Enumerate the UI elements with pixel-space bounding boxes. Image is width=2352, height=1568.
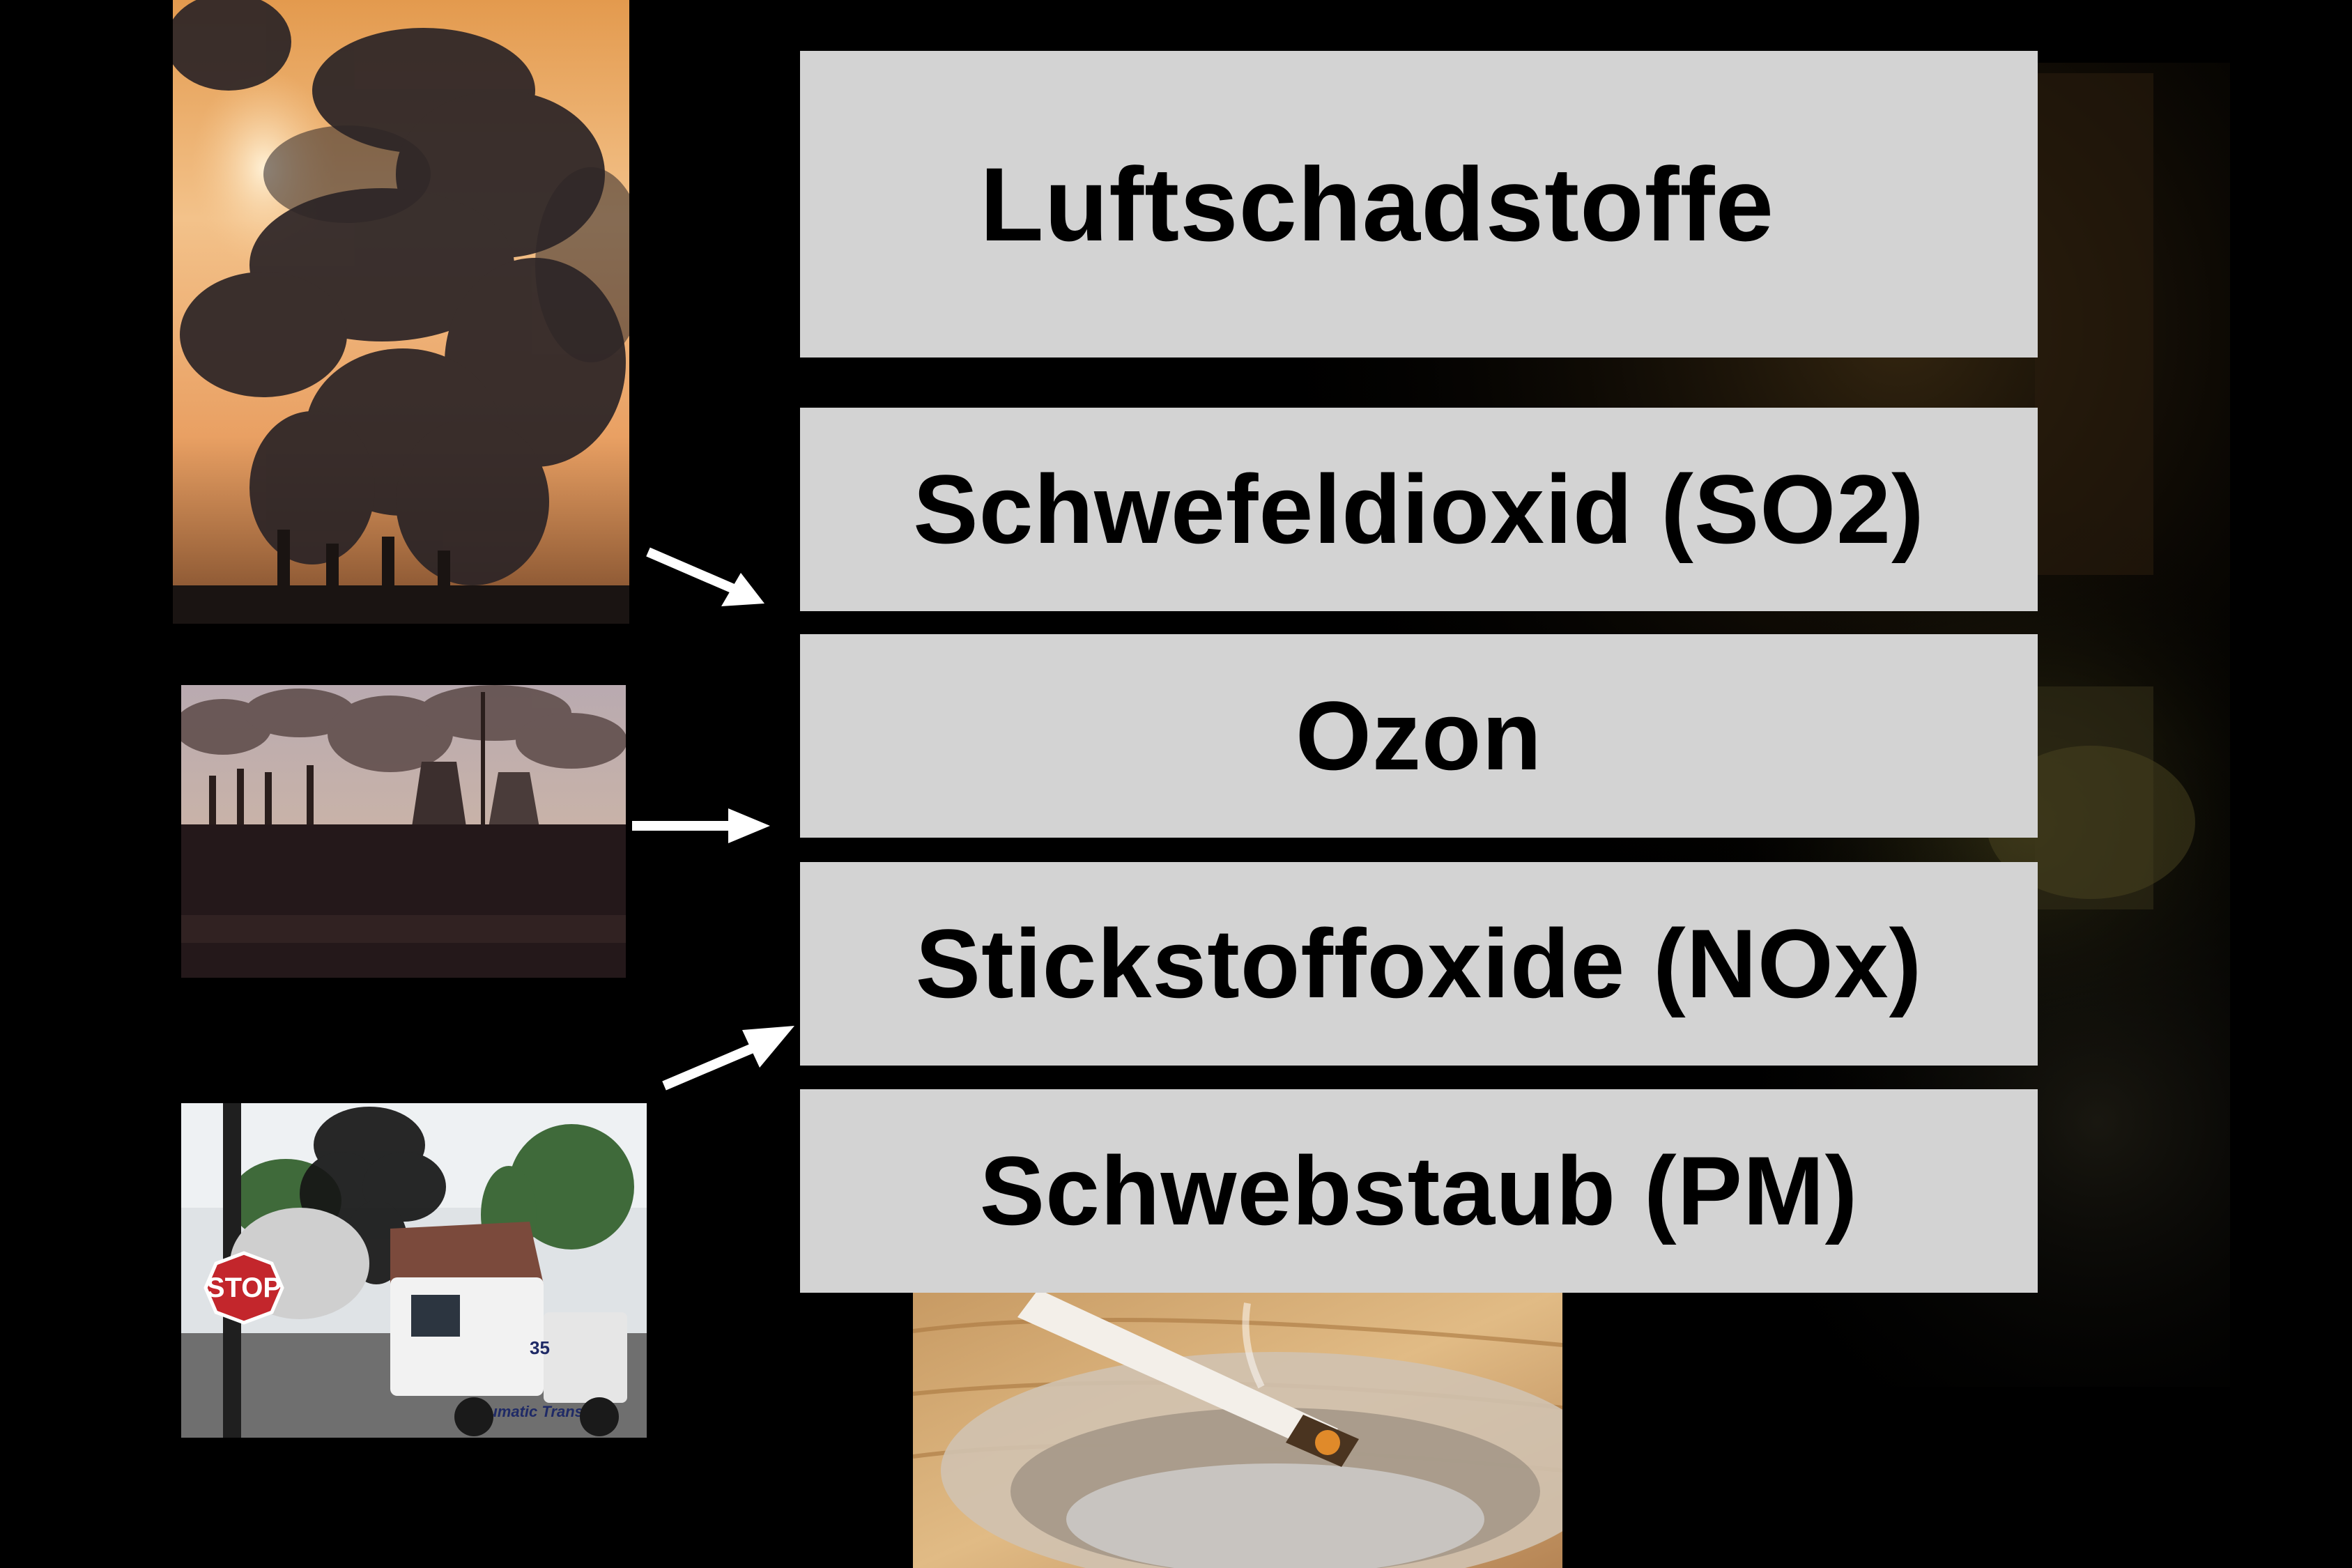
power-plant-photo: [181, 685, 626, 978]
cigarette-ashtray-photo: [913, 1289, 1562, 1568]
arrow-icon: [646, 547, 764, 606]
pollutant-label: Schwebstaub (PM): [979, 1136, 1859, 1245]
pollutant-label: Schwefeldioxid (SO2): [913, 454, 1925, 564]
title-box: Luftschadstoffe: [800, 51, 2038, 358]
pollutant-label: Stickstoffoxide (NOx): [915, 909, 1923, 1018]
page-title: Luftschadstoffe: [980, 145, 1774, 263]
stop-sign-text: STOP: [206, 1273, 282, 1303]
truck-number: 35: [530, 1337, 550, 1358]
pollutant-box-so2: Schwefeldioxid (SO2): [800, 408, 2038, 611]
arrow-icon: [662, 1026, 794, 1091]
smokestack-sunset-photo: [173, 0, 629, 624]
pollutant-box-ozone: Ozon: [800, 634, 2038, 838]
pollutant-label: Ozon: [1296, 681, 1542, 790]
pollutant-box-pm: Schwebstaub (PM): [800, 1089, 2038, 1293]
arrow-icon: [632, 808, 770, 843]
truck-exhaust-photo: STOP 35 Pneumatic Transport: [181, 1103, 647, 1438]
pollutant-box-nox: Stickstoffoxide (NOx): [800, 862, 2038, 1066]
